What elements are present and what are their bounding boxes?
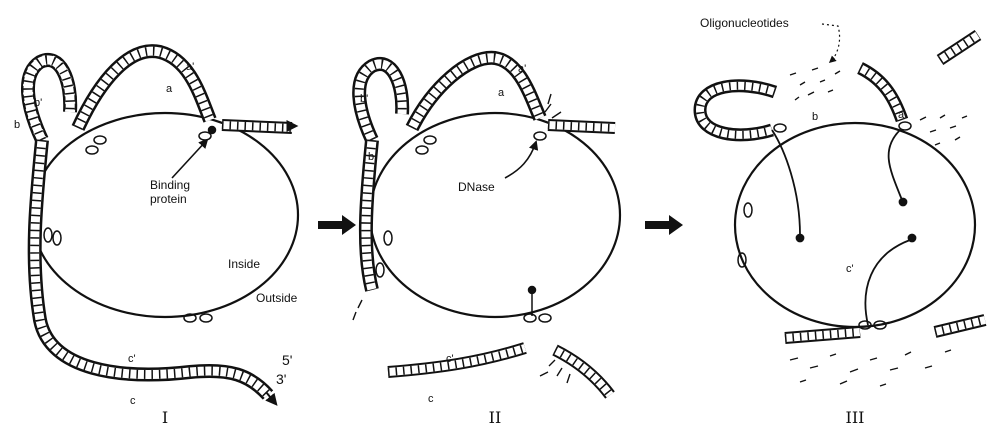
dnase-label: DNase — [458, 180, 495, 194]
binding-protein-pointer — [172, 140, 207, 178]
label-a-1: a — [166, 82, 172, 96]
binding-proteins-3 — [738, 122, 911, 329]
outside-label: Outside — [256, 291, 297, 305]
transition-arrow-2 — [645, 215, 683, 235]
label-c-1: c — [130, 394, 136, 408]
cell-membrane-3 — [735, 123, 975, 327]
label-c-prime-1: c' — [128, 352, 136, 366]
panel-numeral-2: II — [478, 410, 512, 426]
label-b-2: b — [368, 150, 374, 164]
label-a-3: a — [898, 108, 904, 122]
panel-numeral-1: I — [155, 410, 175, 426]
label-b-prime-2: b' — [360, 92, 368, 106]
dna-duplex-2 — [359, 58, 615, 395]
cell-membrane-2 — [370, 113, 620, 317]
panel-numeral-3: III — [835, 410, 875, 426]
label-c-prime-3: c' — [846, 262, 854, 276]
binding-protein-label: Binding protein — [150, 178, 220, 206]
three-prime-label: 3' — [276, 372, 286, 386]
transition-arrow-1 — [318, 215, 356, 235]
single-strands-3 — [772, 130, 916, 325]
five-prime-label: 5' — [282, 353, 292, 367]
label-b-prime-1: b' — [34, 96, 42, 110]
label-c-prime-2: c' — [446, 352, 454, 366]
binding-proteins-1 — [44, 127, 216, 323]
label-a-2: a — [498, 86, 504, 100]
inside-label: Inside — [228, 257, 260, 271]
label-a-prime-2: a' — [518, 62, 526, 76]
dnase-cut-marks-2 — [353, 94, 570, 383]
oligonucleotides-pointer — [822, 24, 840, 62]
dnase-pointer — [505, 142, 536, 178]
label-b-1: b — [14, 118, 20, 132]
panel-1 — [28, 51, 298, 404]
panel-3 — [700, 24, 985, 386]
dna-duplex-1 — [28, 51, 296, 404]
panel-2 — [353, 58, 620, 395]
oligonucleotides-label: Oligonucleotides — [700, 16, 789, 30]
label-c-2: c — [428, 392, 434, 406]
label-a-prime-1: a' — [186, 60, 194, 74]
binding-proteins-2 — [376, 132, 551, 322]
cell-membrane-1 — [32, 113, 298, 317]
label-b-3: b — [812, 110, 818, 124]
